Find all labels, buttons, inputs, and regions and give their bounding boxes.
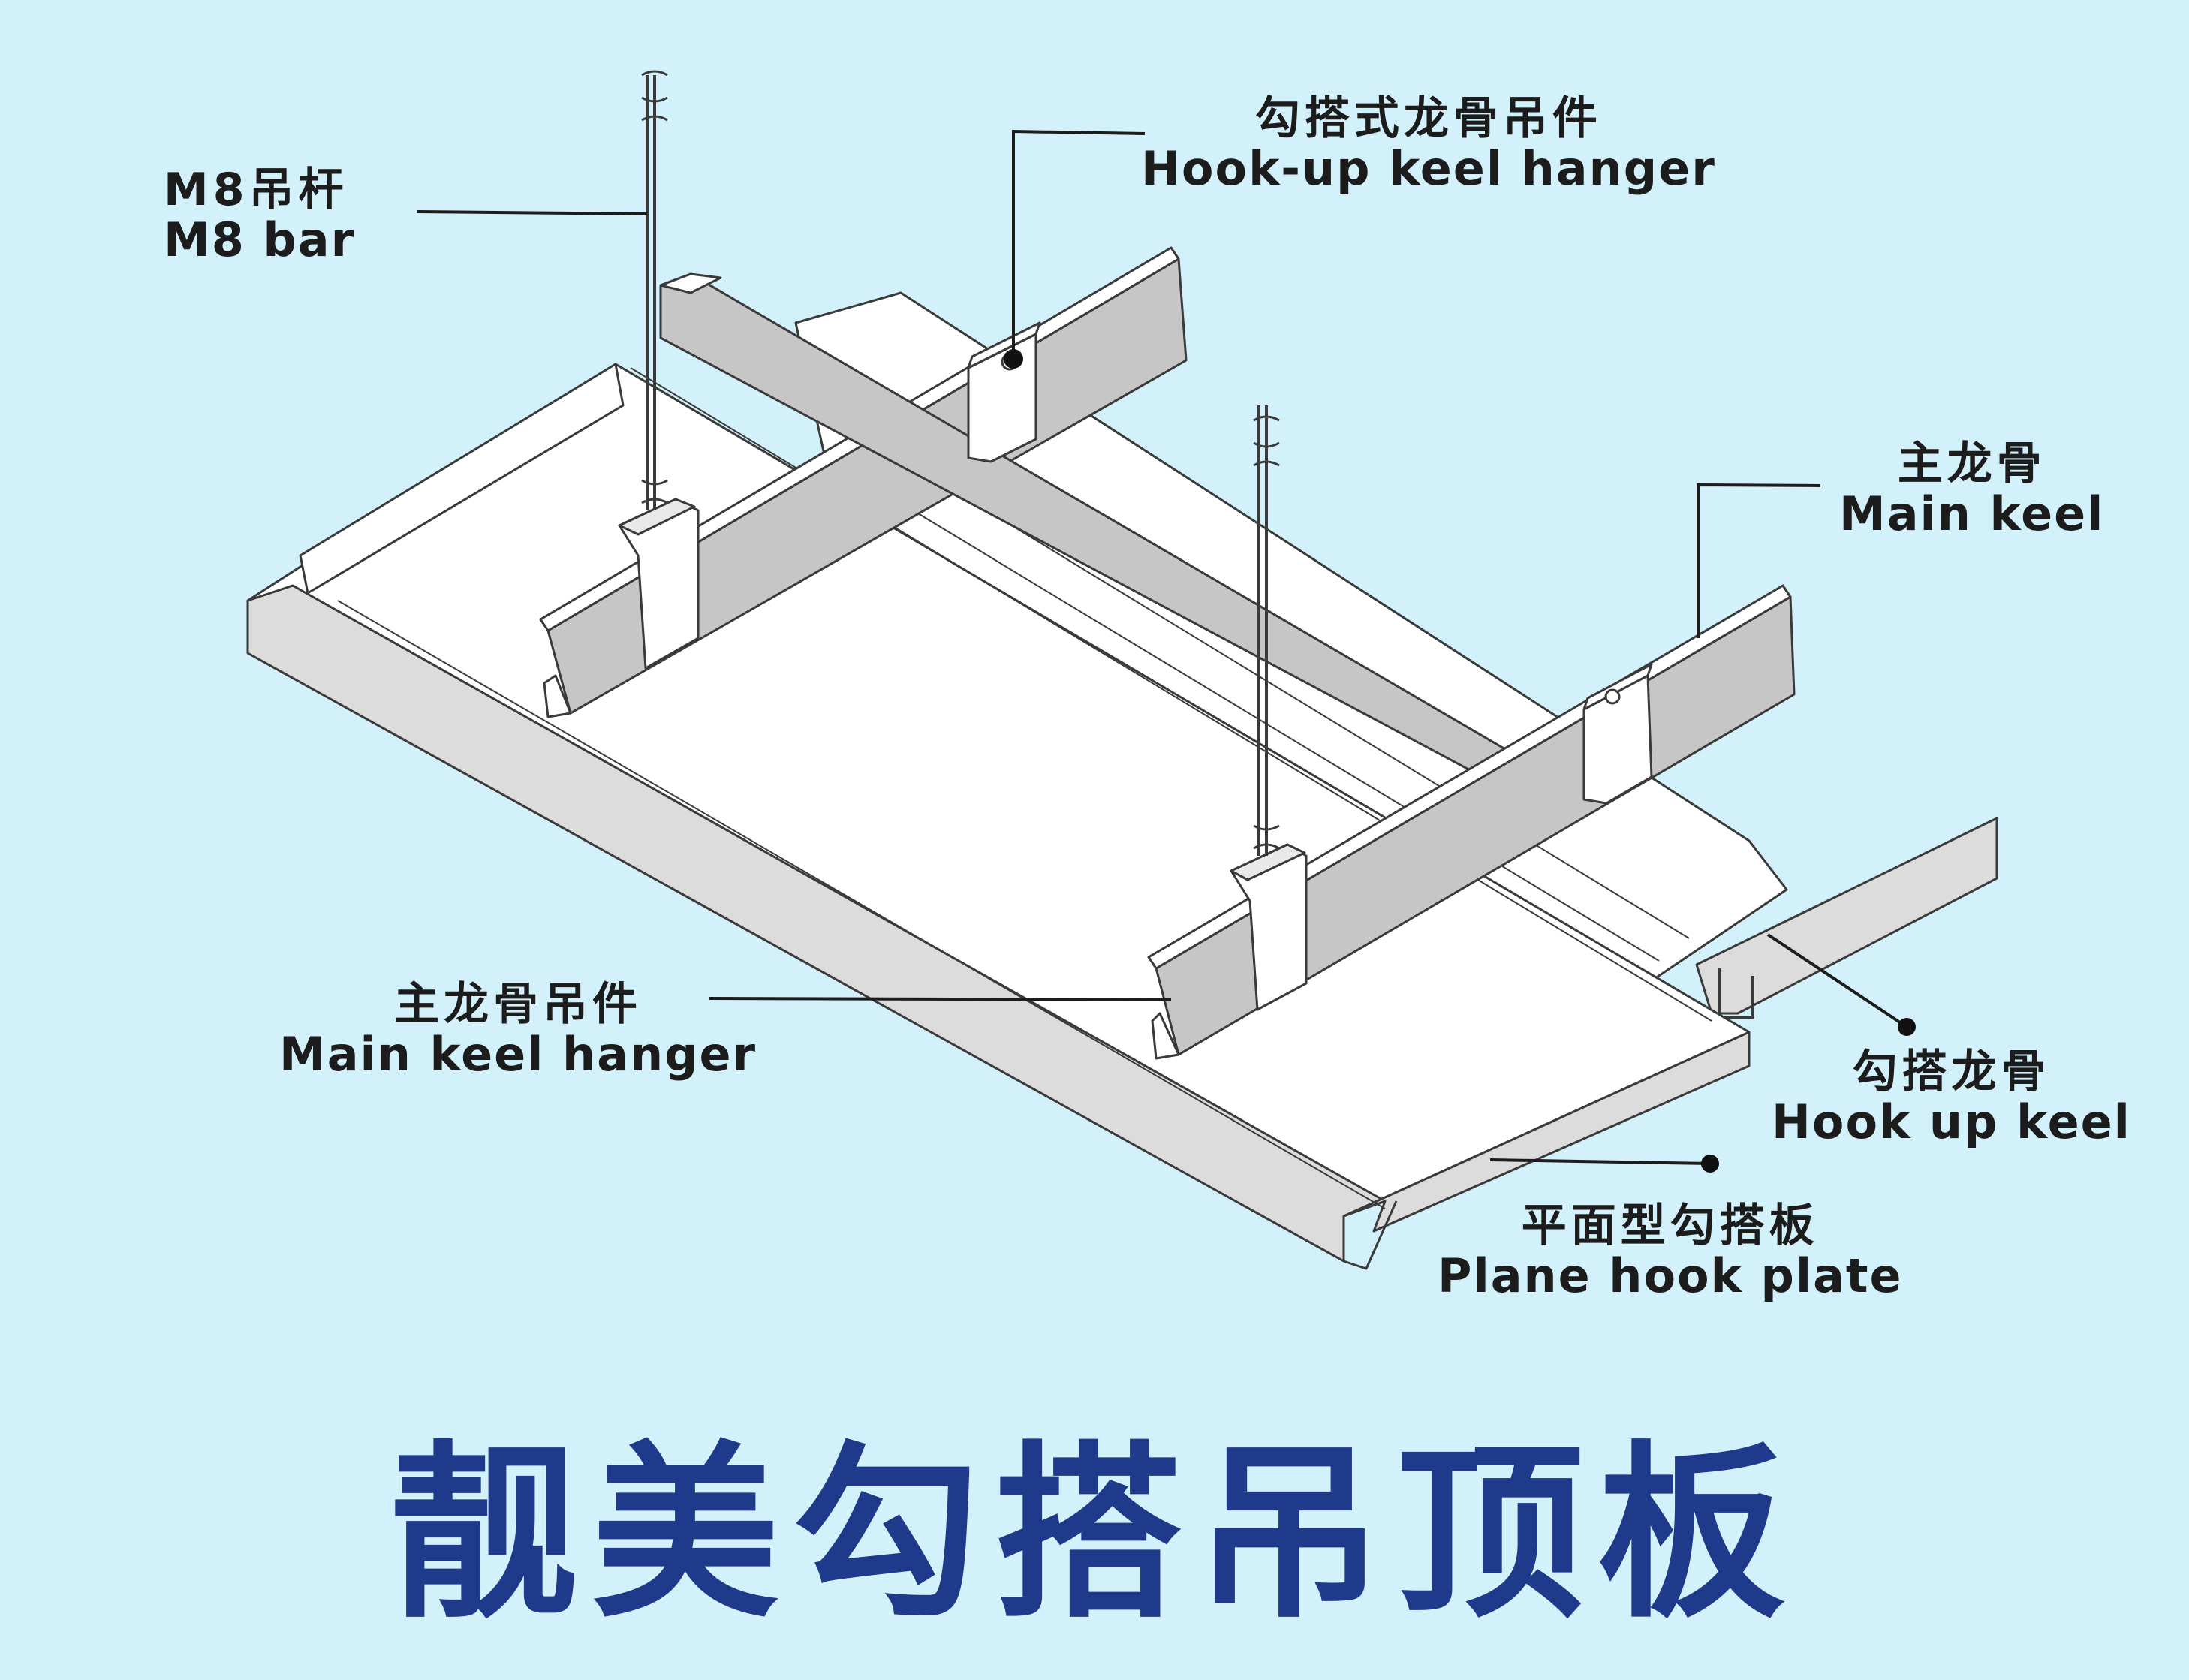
- label-hook-up-keel-en: Hook up keel: [1772, 1094, 2131, 1149]
- leader-hook-up-keel: [1766, 933, 1908, 1028]
- label-hookup-keel-hanger-en: Hook-up keel hanger: [1141, 141, 1716, 196]
- leader-main-keel: [1697, 483, 1821, 638]
- label-hook-up-keel-zh: 勾搭龙骨: [1852, 1046, 2051, 1098]
- label-hookup-keel-hanger-zh: 勾搭式龙骨吊件: [1254, 92, 1602, 145]
- m8-bar-rod-1: [641, 70, 668, 510]
- leader-dot-hook-up-keel: [1898, 1018, 1916, 1036]
- label-main-keel-hanger: 主龙骨吊件 Main keel hanger: [279, 980, 757, 1080]
- leader-dot-hookup-hanger: [1004, 349, 1023, 369]
- leader-m8-bar: [416, 210, 648, 215]
- label-main-keel: 主龙骨 Main keel: [1839, 439, 2104, 540]
- leader-main-keel-hanger: [709, 997, 1172, 1001]
- leader-dot-plane-hook-plate: [1701, 1155, 1719, 1173]
- leader-hookup-hanger: [1012, 129, 1146, 353]
- page-title: 靓美勾搭吊顶板: [390, 1425, 1799, 1643]
- label-main-keel-en: Main keel: [1839, 486, 2105, 541]
- label-m8-bar-en: M8 bar: [164, 212, 356, 267]
- label-plane-hook-plate-en: Plane hook plate: [1438, 1248, 1903, 1303]
- label-hook-up-keel: 勾搭龙骨 Hook up keel: [1772, 1047, 2131, 1148]
- label-m8-bar: M8吊杆 M8 bar: [164, 165, 355, 266]
- label-m8-bar-zh: M8吊杆: [164, 164, 348, 216]
- label-plane-hook-plate-zh: 平面型勾搭板: [1521, 1200, 1819, 1252]
- label-main-keel-hanger-en: Main keel hanger: [279, 1027, 757, 1082]
- label-plane-hook-plate: 平面型勾搭板 Plane hook plate: [1438, 1201, 1903, 1302]
- back-panel-grooves: [900, 457, 1690, 939]
- hook-up-keel-right: [1695, 817, 1998, 1015]
- hook-up-keel-profile: [1718, 968, 1754, 1019]
- label-hookup-keel-hanger: 勾搭式龙骨吊件 Hook-up keel hanger: [1141, 94, 1716, 194]
- label-main-keel-zh: 主龙骨: [1897, 438, 2046, 490]
- leader-plane-hook-plate: [1489, 1158, 1711, 1165]
- label-main-keel-hanger-zh: 主龙骨吊件: [394, 978, 643, 1031]
- m8-bar-rod-2: [1253, 405, 1280, 856]
